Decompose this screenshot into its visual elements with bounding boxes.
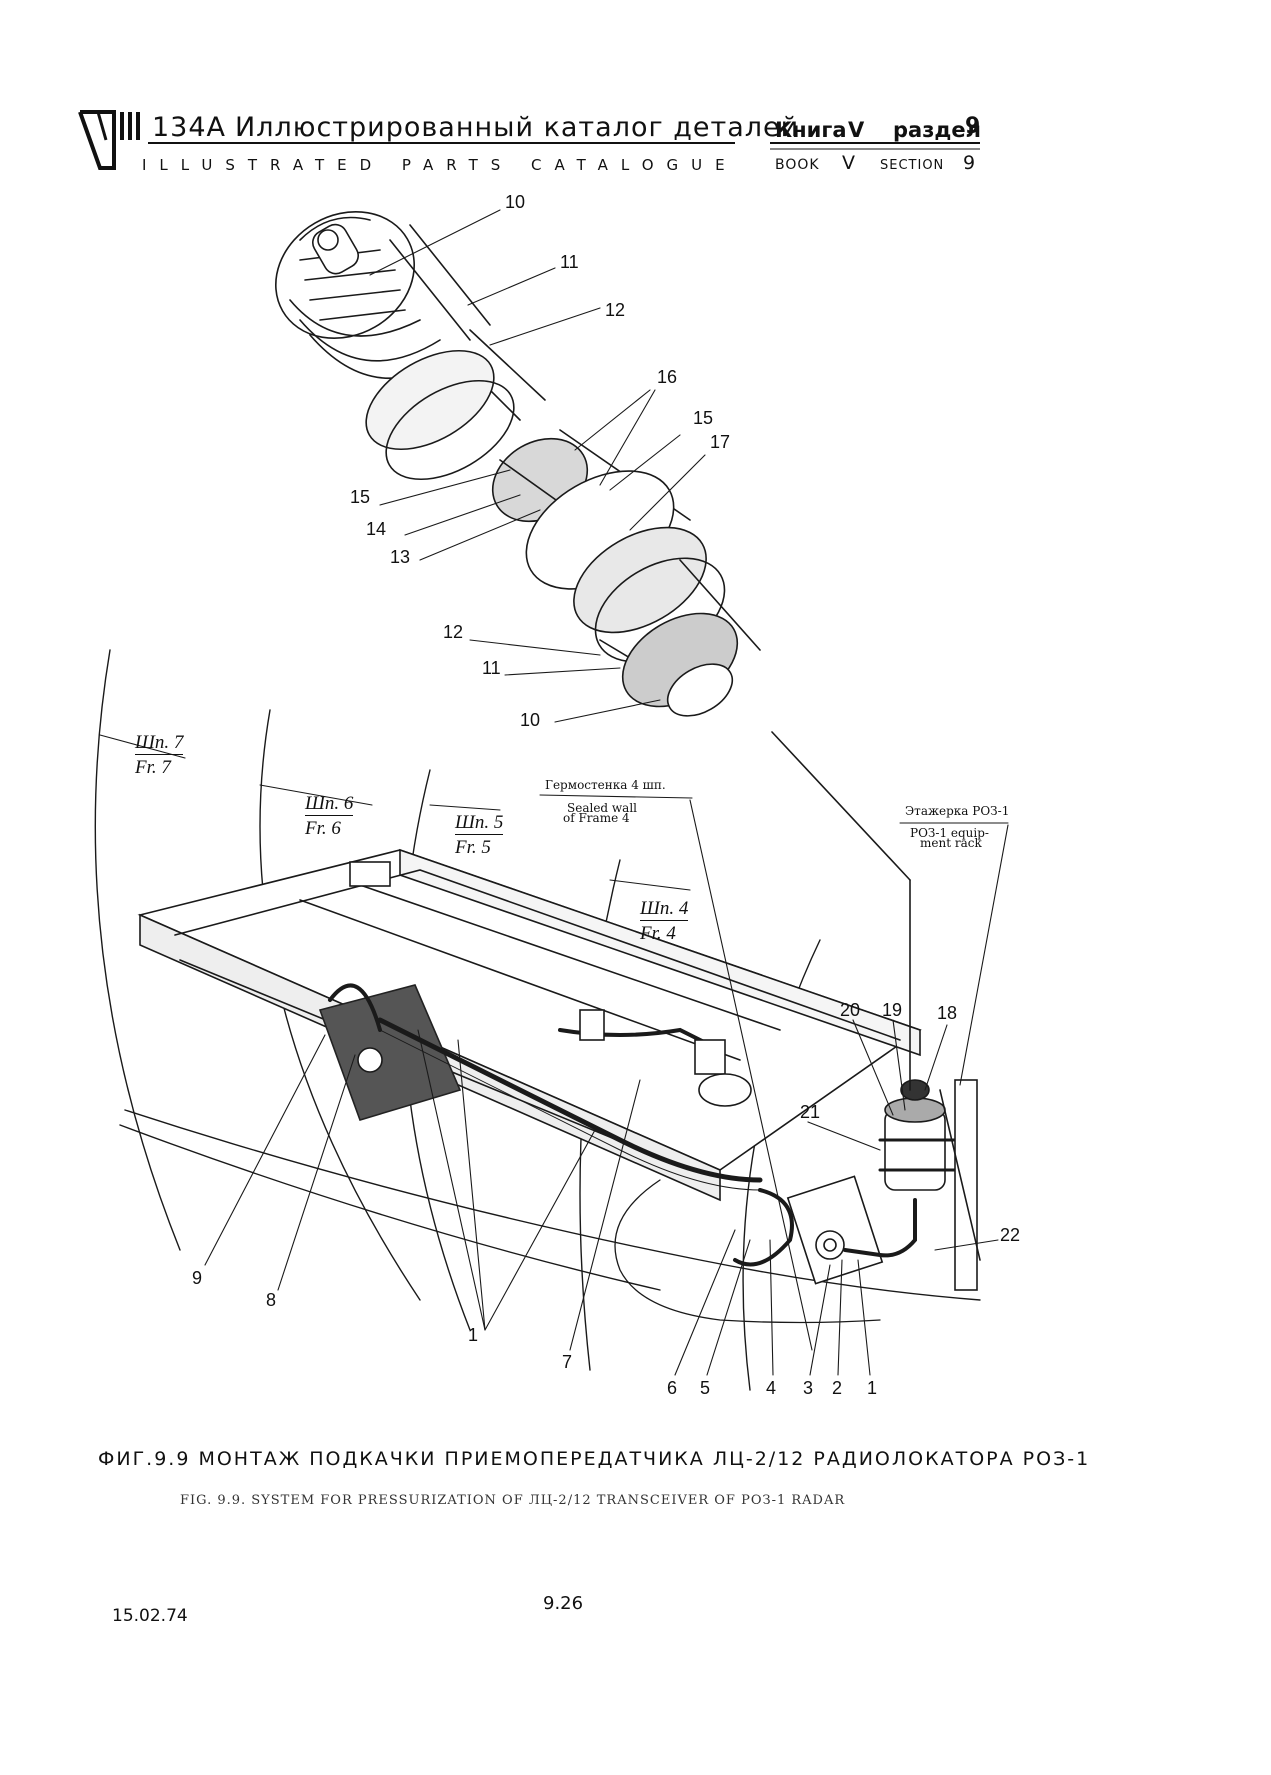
callout-top-11: 11 [560,252,579,272]
callout-top-10b: 10 [520,710,541,730]
rack-label-en-1: РОЗ-1 equip- [910,826,989,840]
tupolev-logo [78,110,140,170]
callout-top-16: 16 [657,367,678,387]
callout-top-12b: 12 [443,622,464,642]
equipment-rack [137,848,922,1324]
book-number-en: V [842,152,855,174]
callout-18: 18 [937,1003,958,1023]
frame-6-en: Fr. 6 [305,818,341,839]
rack-label-ru: Этажерка РОЗ-1 [905,804,1010,818]
callout-top-10: 10 [505,192,526,212]
callout-22: 22 [1000,1225,1021,1245]
callout-top-14: 14 [366,519,387,539]
callout-6: 6 [667,1378,678,1398]
header-rules [148,142,980,150]
frame-5-en: Fr. 5 [455,837,491,858]
sealed-wall-label-en-1: Sealed wall [567,801,638,815]
callout-20: 20 [840,1000,861,1020]
callout-top-13: 13 [390,547,411,567]
sealed-wall-label-en-2: of Frame 4 [563,811,630,825]
section-number-en: 9 [963,152,976,174]
callout-4: 4 [766,1378,777,1398]
section-label-en: SECTION [880,158,945,173]
callout-21: 21 [800,1102,821,1122]
callout-8: 8 [266,1290,277,1310]
callout-7: 7 [562,1352,573,1372]
catalogue-title-en: ILLUSTRATED PARTS CATALOGUE [142,156,738,174]
section-label-ru: раздел [893,118,981,142]
callout-19: 19 [882,1000,903,1020]
frame-5-ru: Шп. 5 [455,812,504,835]
book-number-ru: V [848,118,865,142]
figure-caption-en: FIG. 9.9. SYSTEM FOR PRESSURIZATION OF Л… [180,1493,846,1508]
callout-top-15a: 15 [693,408,714,428]
frame-4-ru: Шп. 4 [640,898,689,921]
callout-1a: 1 [468,1325,479,1345]
technical-drawing [94,209,1009,1391]
callout-top-17: 17 [710,432,731,452]
transceiver-lc-2-12 [878,1079,981,1291]
frame-6-ru: Шп. 6 [305,793,354,816]
callout-9: 9 [192,1268,203,1288]
callout-top-12: 12 [605,300,626,320]
sealed-wall-label-ru: Гермостенка 4 шп. [545,778,666,792]
callout-top-15b: 15 [350,487,371,507]
callout-3: 3 [803,1378,814,1398]
frame-4-en: Fr. 4 [640,923,676,944]
frame-7-en: Fr. 7 [135,757,171,778]
callout-2: 2 [832,1378,843,1398]
callout-1b: 1 [867,1378,878,1398]
issue-date: 15.02.74 [112,1606,188,1626]
aircraft-model: 134A [152,112,227,143]
cylinder-assembly [275,210,761,717]
rack-label-en-2: ment rack [920,836,982,850]
catalogue-title-ru: Иллюстрированный каталог деталей [235,112,800,143]
frame-7-ru: Шп. 7 [135,732,184,755]
book-label-ru: Книга [775,118,847,142]
figure-caption-ru: ФИГ.9.9 МОНТАЖ ПОДКАЧКИ ПРИЕМОПЕРЕДАТЧИК… [98,1448,1091,1470]
book-label-en: BOOK [775,157,820,173]
page-number: 9.26 [543,1593,584,1614]
callout-top-11b: 11 [482,658,501,678]
section-number-ru: 9 [965,114,981,139]
callout-5: 5 [700,1378,711,1398]
